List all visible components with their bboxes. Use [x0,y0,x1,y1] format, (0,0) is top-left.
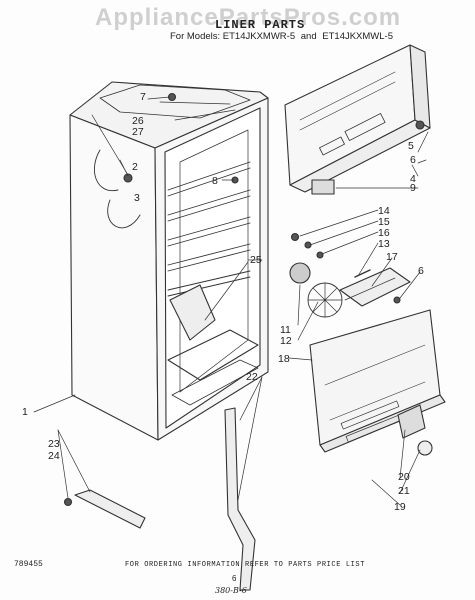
callout-11: 11 [280,324,291,336]
page-number: 6 [232,574,237,583]
callout-14: 14 [378,205,390,217]
callout-18: 18 [278,353,290,365]
callout-5: 5 [408,140,414,152]
bracket-part [224,407,256,591]
leader-lines [33,96,429,506]
models-prefix: For Models: [170,31,221,42]
rail-part [74,489,146,529]
callout-1: 1 [22,406,28,418]
callout-22: 22 [246,371,258,383]
diagram-title: LINER PARTS [215,18,306,32]
callout-13: 13 [378,238,390,250]
fan-motor-assembly [289,232,411,318]
model-b: ET14JKXMWL-5 [322,31,394,42]
callout-16: 16 [378,227,390,239]
callout-21: 21 [398,485,410,497]
callout-15: 15 [378,216,390,228]
callout-26: 26 [132,115,144,127]
reference-number: 789455 [14,560,43,569]
callout-23: 23 [48,438,60,450]
model-a: ET14JKXMWR-5 [222,31,296,42]
callout-4: 4 [410,173,416,185]
callout-20: 20 [398,471,410,483]
evaporator-cover-panel [284,44,431,193]
callout-3: 3 [134,192,140,204]
liner-cabinet [69,81,269,441]
callout-6-mid: 6 [418,265,424,277]
callout-6-top: 6 [410,154,416,166]
models-line: For Models: ET14JKXMWR-5 and ET14JKXMWL-… [170,31,393,42]
callout-25: 25 [250,254,262,266]
lower-back-panel [309,309,446,456]
watermark: AppliancePartsPros.com [95,4,402,31]
callout-12: 12 [280,335,292,347]
callout-9: 9 [410,182,416,194]
callout-7: 7 [140,91,146,103]
callout-8: 8 [212,175,218,187]
pad-part [311,179,335,195]
models-joiner: and [300,31,317,42]
callout-labels: 1 2 3 4 5 6 6 7 8 9 11 12 13 14 15 16 17… [22,91,424,513]
callout-19: 19 [394,501,406,513]
callout-17: 17 [386,251,398,263]
ordering-note: FOR ORDERING INFORMATION REFER TO PARTS … [125,561,366,569]
callout-27: 27 [132,126,144,138]
callout-2: 2 [132,161,138,173]
handwritten-code: 380-B-6 [215,586,247,595]
callout-24: 24 [48,450,60,462]
